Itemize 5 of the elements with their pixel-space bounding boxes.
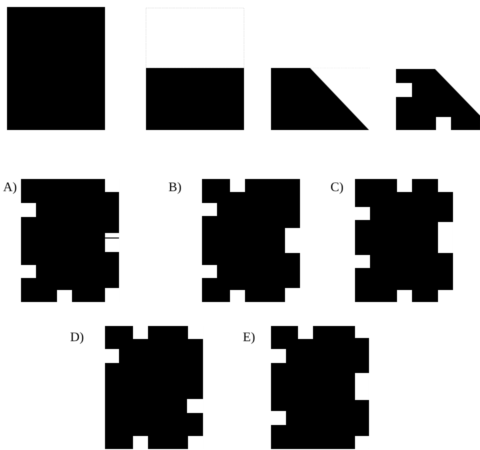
option-label: B) bbox=[168, 182, 181, 194]
option-label: E) bbox=[243, 332, 255, 344]
option-label: A) bbox=[3, 182, 16, 194]
option-label: D) bbox=[70, 332, 84, 344]
option-label: C) bbox=[331, 182, 343, 194]
